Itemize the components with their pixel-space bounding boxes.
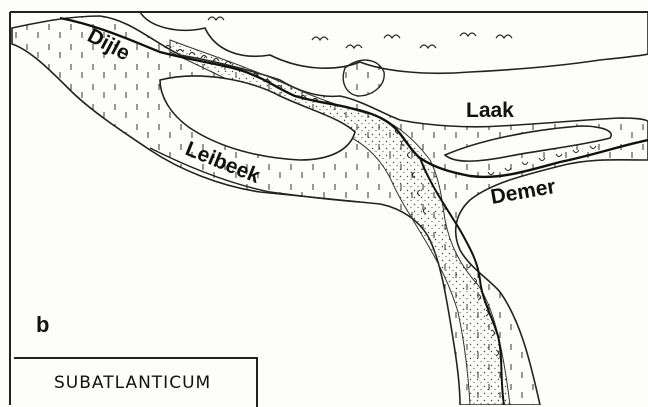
scarp-hachure-symbol — [164, 45, 597, 357]
period-label: SUBATLANTICUM — [54, 373, 212, 393]
river-dijle-line — [59, 16, 648, 179]
marsh-symbol — [207, 16, 513, 50]
valley-floor — [11, 15, 648, 405]
river-south-meander — [419, 157, 505, 405]
terrace-north — [342, 59, 385, 97]
terrace-island-east — [443, 125, 612, 162]
period-legend-box: SUBATLANTICUM — [14, 357, 258, 407]
terrace-island-west — [159, 75, 356, 161]
river-leibeek-line — [149, 147, 361, 203]
label-laak: Laak — [466, 99, 514, 122]
panel-letter: b — [36, 312, 50, 337]
